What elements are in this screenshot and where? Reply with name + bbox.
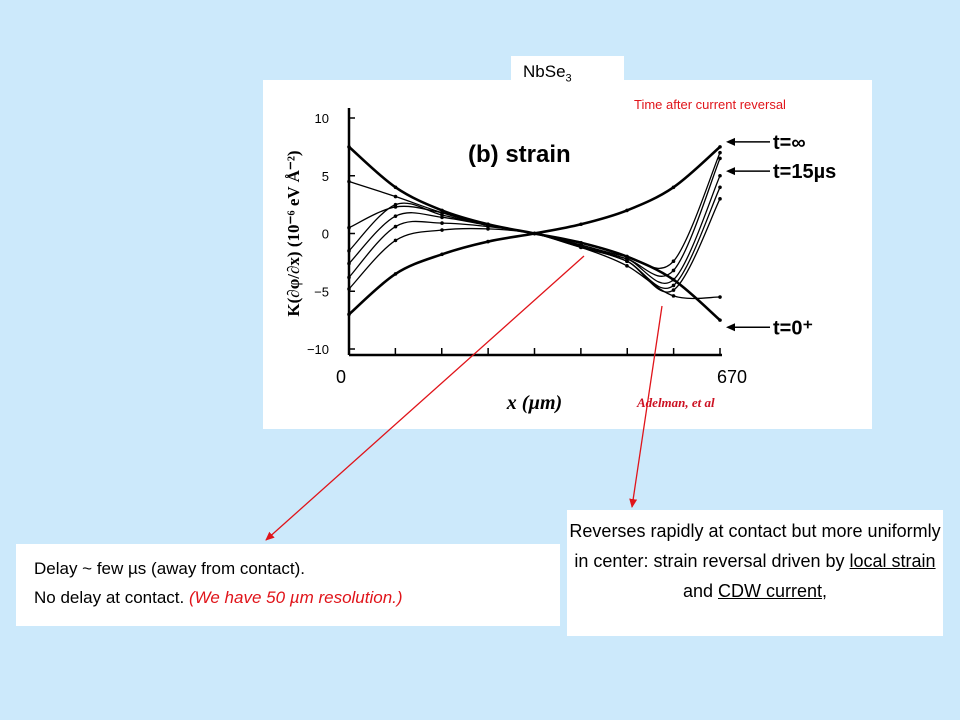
data-point (486, 239, 490, 244)
data-point (625, 259, 629, 264)
y-axis-label: K(∂φ/∂x) (10⁻⁶ eV Å⁻²) (284, 150, 303, 316)
y-tick-label: −5 (314, 284, 329, 299)
y-tick-label: 0 (322, 227, 329, 242)
data-point (532, 231, 537, 236)
material-label: NbSe3 (511, 56, 624, 90)
data-point (671, 185, 676, 190)
local-strain-text: local strain (849, 551, 936, 571)
data-point (625, 264, 629, 268)
material-subscript: 3 (565, 72, 572, 85)
data-point (393, 202, 398, 207)
resolution-note: (We have 50 µm resolution.) (188, 588, 403, 607)
data-point (671, 283, 676, 288)
data-point (671, 288, 676, 292)
data-point (393, 194, 398, 199)
data-point (347, 275, 351, 280)
data-point (718, 197, 722, 201)
credit-label: Adelman, et al (637, 395, 715, 410)
data-point (671, 277, 676, 282)
curve-label-arrowhead (726, 137, 735, 146)
data-point (440, 215, 444, 220)
data-point (718, 150, 722, 155)
curve-label-arrowhead (726, 167, 735, 176)
data-point (347, 225, 351, 230)
curve-label: t=∞ (773, 132, 806, 154)
data-point (440, 221, 444, 225)
y-tick-label: −10 (307, 342, 329, 357)
data-point (347, 179, 351, 184)
data-point (440, 228, 444, 232)
data-point (393, 224, 398, 229)
reversal-text: Reverses rapidly at contact but more uni… (569, 521, 941, 571)
strain-chart: 10 5 0 −5 −10 0 670 x (µm) K(∂φ/∂x) (10⁻⁶ eV Å⁻²… (284, 108, 836, 414)
data-point (486, 227, 490, 231)
data-point (347, 145, 351, 149)
series-line (348, 145, 721, 316)
reversal-note-box: Reverses rapidly at contact but more uni… (567, 510, 943, 636)
curve-label: t=15µs (773, 161, 836, 183)
data-point (440, 252, 444, 257)
data-point (625, 208, 629, 213)
data-point (718, 295, 722, 299)
data-point (579, 245, 583, 250)
curve-label: t=0⁺ (773, 317, 813, 339)
x-tick-label: 670 (717, 367, 747, 387)
data-point (393, 238, 398, 243)
data-point (718, 318, 722, 322)
strain-figure: 10 5 0 −5 −10 0 670 x (µm) K(∂φ/∂x) (10⁻⁶ eV Å⁻²… (263, 80, 872, 429)
reversal-and: and (682, 581, 718, 601)
material-formula: NbSe (523, 62, 566, 81)
delay-note-box: Delay ~ few µs (away from contact). No d… (16, 544, 560, 626)
data-point (393, 185, 398, 190)
data-point (393, 214, 398, 218)
series-line (348, 158, 721, 277)
data-point (718, 173, 722, 178)
time-note: Time after current reversal (634, 97, 786, 112)
data-point (671, 294, 676, 298)
y-tick-label: 5 (322, 169, 329, 184)
data-point (347, 249, 351, 253)
curve-label-arrowhead (726, 323, 735, 332)
y-tick-label: 10 (315, 111, 329, 126)
no-delay-text: No delay at contact. (34, 588, 189, 607)
x-axis-label: x (µm) (506, 392, 562, 414)
data-point (347, 312, 351, 317)
resolution-line: No delay at contact. (We have 50 µm reso… (34, 583, 560, 612)
data-point (347, 287, 351, 291)
data-point (671, 259, 676, 264)
data-point (671, 268, 676, 273)
data-point (718, 156, 722, 161)
data-point (393, 272, 398, 276)
data-point (718, 185, 722, 190)
data-point (718, 145, 722, 149)
panel-title: (b) strain (468, 141, 571, 168)
x-tick-label: 0 (336, 367, 346, 387)
delay-line: Delay ~ few µs (away from contact). (34, 559, 306, 578)
data-point (347, 261, 351, 266)
cdw-current-text: CDW current (718, 581, 823, 601)
reversal-comma: , (822, 581, 828, 601)
data-point (579, 222, 583, 227)
series-line (348, 152, 721, 269)
